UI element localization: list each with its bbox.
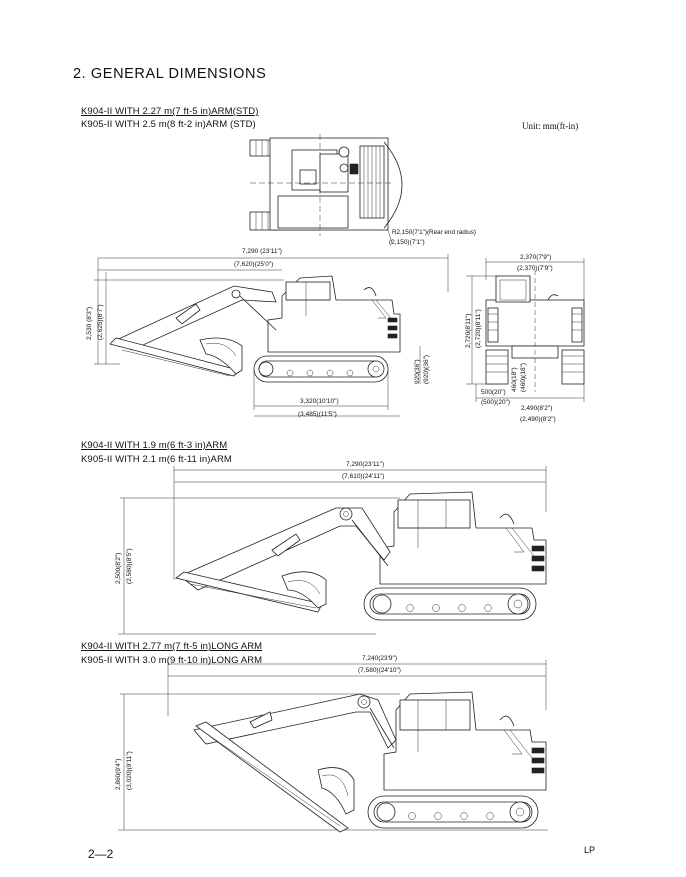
- view2-caption-k904: K904-II WITH 1.9 m(6 ft-3 in)ARM: [81, 440, 228, 451]
- excavator-front-view: [485, 270, 585, 392]
- view1-overall-length-k905: (7,620)(25'0"): [234, 261, 273, 268]
- view1-clearance: 920(36"): [414, 359, 421, 384]
- cab-height-k905: (2,720)(8'11"): [475, 309, 482, 348]
- view2-caption-k905: K905-II WITH 2.1 m(6 ft-11 in)ARM: [81, 454, 232, 465]
- excavator-side-view-3: [193, 691, 547, 833]
- view3-overall-height: 2,860(9'4"): [115, 759, 122, 790]
- view3-caption-k904: K904-II WITH 2.77 m(7 ft-5 in)LONG ARM: [81, 641, 263, 652]
- view3-overall-length-k905: (7,580)(24'10"): [358, 667, 401, 674]
- ground-clearance-k905: (460)(18"): [520, 363, 527, 392]
- rear-radius-label: R2,150(7'1")(Rear end radius): [392, 229, 476, 236]
- view2-overall-length: 7,290(23'11"): [346, 461, 384, 468]
- front-width: 2,370(7'9"): [520, 254, 551, 261]
- top-view-drawing: [249, 134, 403, 244]
- shoe-width: 500(20"): [481, 389, 506, 396]
- excavator-side-view-1: [109, 275, 401, 383]
- track-width-k905: (2,490)(8'2"): [520, 416, 556, 423]
- track-width: 2,490(8'2"): [521, 405, 552, 412]
- view1-overall-length: 7,290 (23'11"): [242, 248, 282, 255]
- view2-overall-height-k905: (2,580)(8'5"): [126, 548, 133, 584]
- side-view-1-dimension-lines: [94, 254, 449, 417]
- front-width-k905: (2,370)(7'9"): [517, 265, 553, 272]
- view3-overall-length: 7,240(23'9"): [362, 655, 397, 662]
- cab-height: 2,720(8'11"): [465, 313, 472, 348]
- ground-clearance: 460(18"): [511, 367, 518, 392]
- side-view-2-dimension-lines: [118, 466, 547, 635]
- view2-overall-height: 2,500(8'2"): [115, 553, 122, 584]
- view1-overall-height: 2,530 (8'3"): [86, 307, 93, 340]
- view2-overall-length-k905: (7,610)(24'11"): [342, 473, 384, 480]
- view1-track-length: (3,485)(11'5"): [298, 411, 337, 418]
- view1-clearance-k905: (920)(36"): [423, 355, 430, 384]
- excavator-side-view-2: [175, 491, 547, 621]
- rear-radius-k905-label: (2,150)(7'1"): [389, 239, 425, 246]
- front-view-dimension-lines: [466, 258, 585, 402]
- view1-caption-k904: K904-II WITH 2.27 m(7 ft-5 in)ARM(STD): [81, 106, 259, 117]
- view1-tumbler-length: 3,320(10'10"): [300, 398, 339, 405]
- page-title: 2. GENERAL DIMENSIONS: [73, 66, 267, 82]
- view1-caption-k905: K905-II WITH 2.5 m(8 ft-2 in)ARM (STD): [81, 119, 256, 130]
- view1-overall-height-k905: (2,625)(8'7"): [97, 304, 104, 340]
- footer-code: LP: [584, 845, 596, 855]
- unit-label: Unit: mm(ft-in): [522, 121, 579, 131]
- shoe-width-k905: (500)(20"): [481, 399, 510, 406]
- view3-overall-height-k905: (3,020)(9'11"): [126, 751, 133, 790]
- view3-caption-k905: K905-II WITH 3.0 m(9 ft-10 in)LONG ARM: [81, 655, 263, 666]
- side-view-3-dimension-lines: [118, 660, 548, 831]
- page-number: 2—2: [88, 847, 114, 861]
